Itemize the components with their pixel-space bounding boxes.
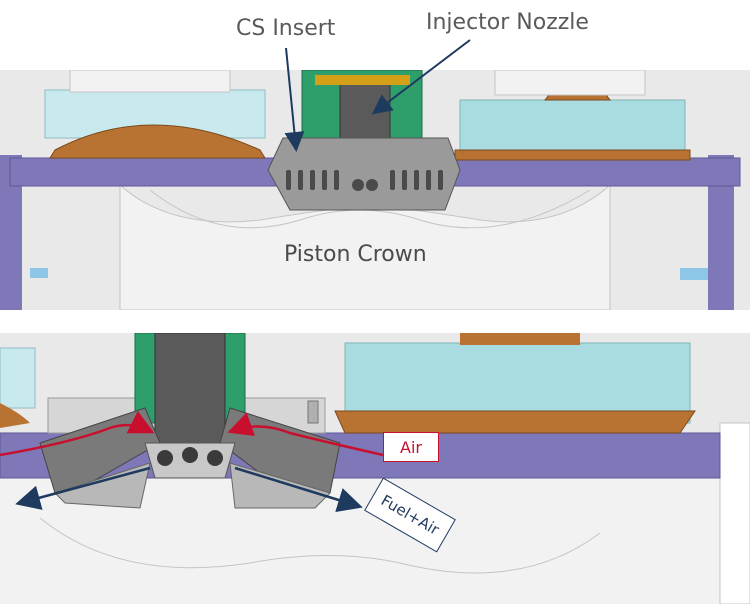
cs-insert-holes [286, 170, 443, 191]
right-valve-body [459, 99, 686, 156]
left-pin [30, 268, 48, 278]
left-upper-block [69, 70, 231, 93]
top-cross-section: Piston Crown [0, 70, 750, 310]
piston-surface [0, 478, 720, 604]
left-wall [0, 155, 22, 310]
spray-left [15, 466, 151, 510]
housing-pin [307, 400, 319, 424]
bottom-cross-section-drawing [0, 333, 750, 604]
spray-right [234, 466, 363, 513]
cs-insert-label: CS Insert [236, 16, 336, 41]
injector-nozzle-label: Injector Nozzle [426, 10, 589, 35]
right-wall [719, 422, 750, 604]
right-valve-seat [334, 410, 696, 434]
cs-insert [267, 137, 461, 211]
piston-crown-label: Piston Crown [284, 242, 427, 267]
air-flow-left [0, 410, 155, 457]
nozzle-holes [157, 447, 223, 466]
injector-top-ring [315, 75, 410, 85]
air-flow-right [227, 412, 384, 457]
left-valve-seat [0, 403, 30, 428]
right-pin [680, 268, 708, 280]
right-valve-stem [460, 333, 580, 345]
air-label: Air [383, 432, 439, 462]
injector-body [339, 79, 391, 146]
injector-body [154, 333, 226, 444]
top-cross-section-drawing [0, 70, 741, 310]
right-upper-block [494, 70, 646, 96]
left-valve-seat [49, 124, 266, 159]
right-valve-seat [454, 149, 691, 161]
bottom-cross-section [0, 333, 750, 604]
piston-bowl-curve [39, 517, 601, 574]
left-valve-body [0, 347, 36, 409]
right-valve-body [344, 342, 691, 424]
